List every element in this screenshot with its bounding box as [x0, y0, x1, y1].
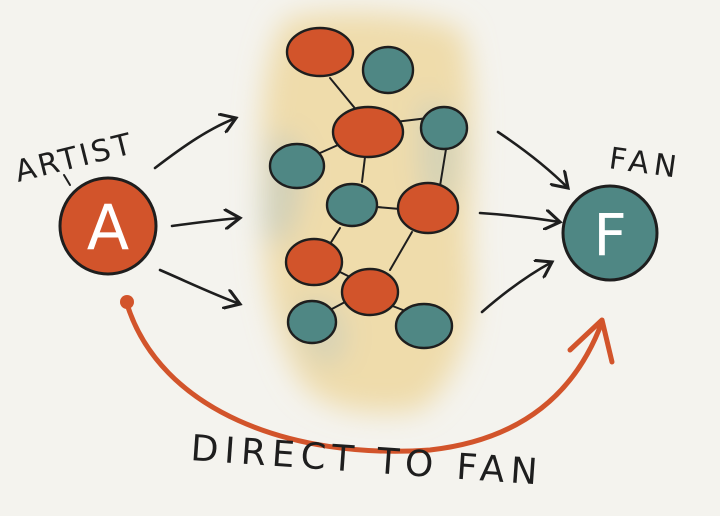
orange-node: [340, 267, 400, 317]
orange-node: [331, 105, 405, 159]
teal-node: [286, 299, 338, 345]
fan-letter: F: [593, 201, 626, 269]
edge: [389, 231, 413, 271]
teal-node: [361, 45, 415, 95]
edge: [376, 206, 401, 210]
teal-node: [325, 182, 379, 228]
teal-node: [394, 302, 454, 350]
edge: [361, 156, 366, 183]
orange-node: [284, 237, 344, 287]
arrow: [153, 118, 236, 170]
fan-label: FAN: [607, 141, 684, 186]
orange-node: [396, 181, 460, 235]
artist-letter: A: [87, 191, 129, 264]
fan-arrows: [478, 130, 568, 314]
network-nodes: [268, 26, 469, 350]
teal-node: [419, 105, 469, 151]
arrow: [158, 268, 240, 304]
edge: [329, 227, 341, 245]
artist-arrows: [153, 118, 240, 304]
arrow: [480, 262, 552, 314]
edge: [439, 142, 448, 187]
edge: [319, 144, 339, 154]
edge: [329, 301, 346, 311]
edge: [329, 77, 359, 113]
arrow: [496, 130, 568, 188]
fan-node: F: [561, 184, 659, 282]
teal-node: [268, 142, 326, 190]
direct-to-fan-arrow: [120, 295, 615, 454]
artist-node: A: [58, 176, 158, 276]
artist-label-tick: [63, 174, 71, 186]
orange-node: [285, 26, 355, 78]
arrow: [478, 213, 560, 222]
arrow: [170, 218, 240, 226]
